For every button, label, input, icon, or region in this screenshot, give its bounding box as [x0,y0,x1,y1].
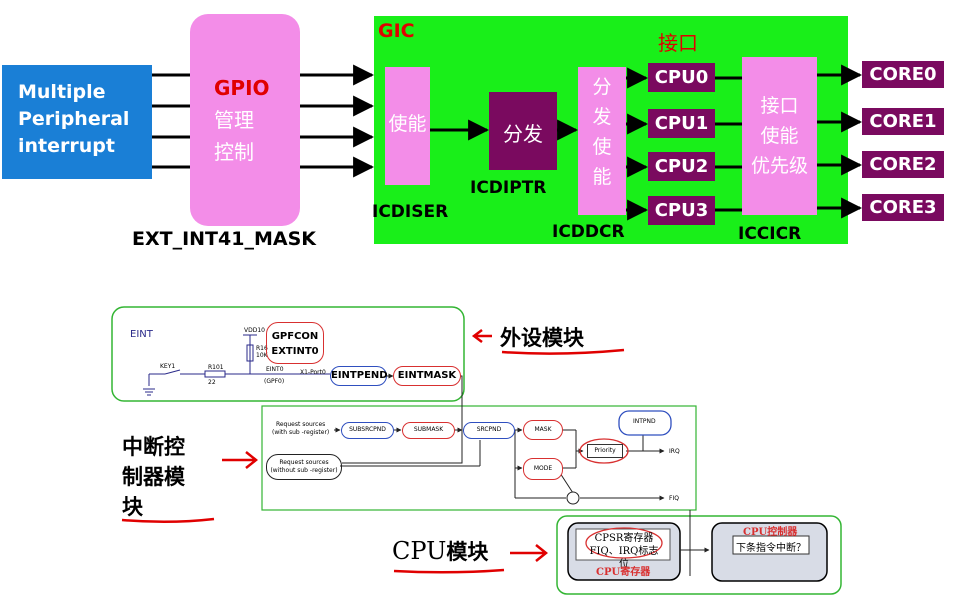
cpu3-box: CPU3 [648,196,715,225]
cpu-panel [556,515,842,595]
priority-box: Priority [587,444,623,458]
irq-label: IRQ [669,448,680,455]
next-instr-label: 下条指令中断？ [736,543,806,554]
fiq-label: FIQ [669,495,679,502]
submask-box: SUBMASK [402,422,455,439]
gpio-to-enable-arrows [300,64,375,178]
source-line-1: Multiple [18,81,106,103]
source-line-2: Peripheral [18,108,130,130]
iface-line-2: 使能 [760,125,799,147]
gpio-line-1: 管理 [214,108,254,132]
gpfcon-label: GPFCON [271,331,319,342]
srcpnd-box: SRCPND [463,422,515,439]
core0-box: CORE0 [862,61,944,88]
gpio-title: GPIO [214,76,270,100]
vdd-label: VDD10 [244,327,265,334]
eint-circuit [143,334,330,396]
interface-enable-box: 接口 使能 优先级 [742,57,817,215]
controller-panel [261,405,697,511]
controller-line-1: 中断控 [122,435,185,459]
cpu2-box: CPU2 [648,152,715,181]
cpu0-box: CPU0 [648,63,715,92]
controller-module-label: 中断控 制器模 块 [122,432,185,522]
cpsr-text: CPSR寄存器 FIQ、IRQ标志位 [588,532,660,571]
r101-label: R101 [208,364,224,371]
peripheral-interrupt-source: Multiple Peripheral interrupt [2,65,152,179]
r16-val-label: 10K [256,352,268,359]
core1-box: CORE1 [862,108,944,135]
cpsr-label: CPSR寄存器 [594,533,654,544]
controller-line-3: 块 [122,495,143,519]
req-nosub-line-2: (without sub -register) [270,467,338,474]
distribute-enable-box: 分 发 使 能 [578,67,626,215]
cpu-module-prefix: CPU [392,537,447,565]
annotation-arrows [121,329,625,574]
extint-label: EXTINT0 [271,346,319,357]
icdiptr-label: ICDIPTR [470,178,547,198]
iccicr-label: ICCICR [738,224,802,244]
interface-title: 接口 [658,31,698,55]
flags-label: FIQ、IRQ标志位 [589,546,659,570]
iface-line-1: 接口 [760,95,799,117]
req-sub-line-1: Request sources [275,421,326,428]
r16-label: R16 [256,345,268,352]
req-nosub-line-1: Request sources [279,459,329,466]
source-to-gpio-arrows [152,73,190,169]
gpio-caption: EXT_INT41_MASK [132,228,316,250]
icddcr-label: ICDDCR [552,222,625,242]
iface-line-3: 优先级 [750,155,808,177]
r101-val-label: 22 [208,379,216,386]
key1-label: KEY1 [160,363,176,370]
mode-box: MODE [523,458,563,480]
eint-label: EINT [130,329,153,340]
req-sub-line-2: (with sub -register) [272,429,330,436]
cpu-module-suffix: 模块 [446,540,489,564]
cpu-ctrl-title: CPU控制器 [743,527,798,538]
eint0-net-label: EINT0 [266,366,284,373]
distribute-box: 分发 [489,92,557,170]
intpnd-label: INTPND [633,418,656,425]
mask-box: MASK [523,420,563,440]
eintpend-box: EINTPEND [330,366,388,386]
gpio-line-2: 控制 [214,140,254,164]
dist-en-char-1: 分 [592,76,612,98]
req-sub-label: Request sources (with sub -register) [272,421,329,437]
eintmask-box: EINTMASK [393,366,461,386]
core2-box: CORE2 [862,151,944,178]
cpu-reg-label: CPU寄存器 [596,567,651,578]
subsrcpnd-box: SUBSRCPND [341,422,394,439]
cpu-module-label: CPU模块 [392,536,488,566]
peripheral-panel [111,306,465,402]
controller-line-2: 制器模 [122,465,185,489]
gic-title: GIC [378,20,415,42]
gpf0-label: (GPF0) [264,378,285,385]
gpio-block [190,14,300,226]
gpfcon-box: GPFCON EXTINT0 [266,322,324,364]
source-line-3: interrupt [18,135,115,157]
icdiser-label: ICDISER [372,202,449,222]
controller-flow [334,427,665,501]
enable-box: 使能 [385,67,430,185]
dist-en-char-2: 发 [592,106,612,128]
cpu1-box: CPU1 [648,109,715,138]
dist-en-char-4: 能 [592,166,612,188]
dist-en-char-3: 使 [592,136,612,158]
req-nosub-box: Request sources (without sub -register) [266,454,342,480]
xeint-label: X1-Port0 [300,369,326,376]
peripheral-module-label: 外设模块 [500,326,584,350]
core3-box: CORE3 [862,194,944,221]
